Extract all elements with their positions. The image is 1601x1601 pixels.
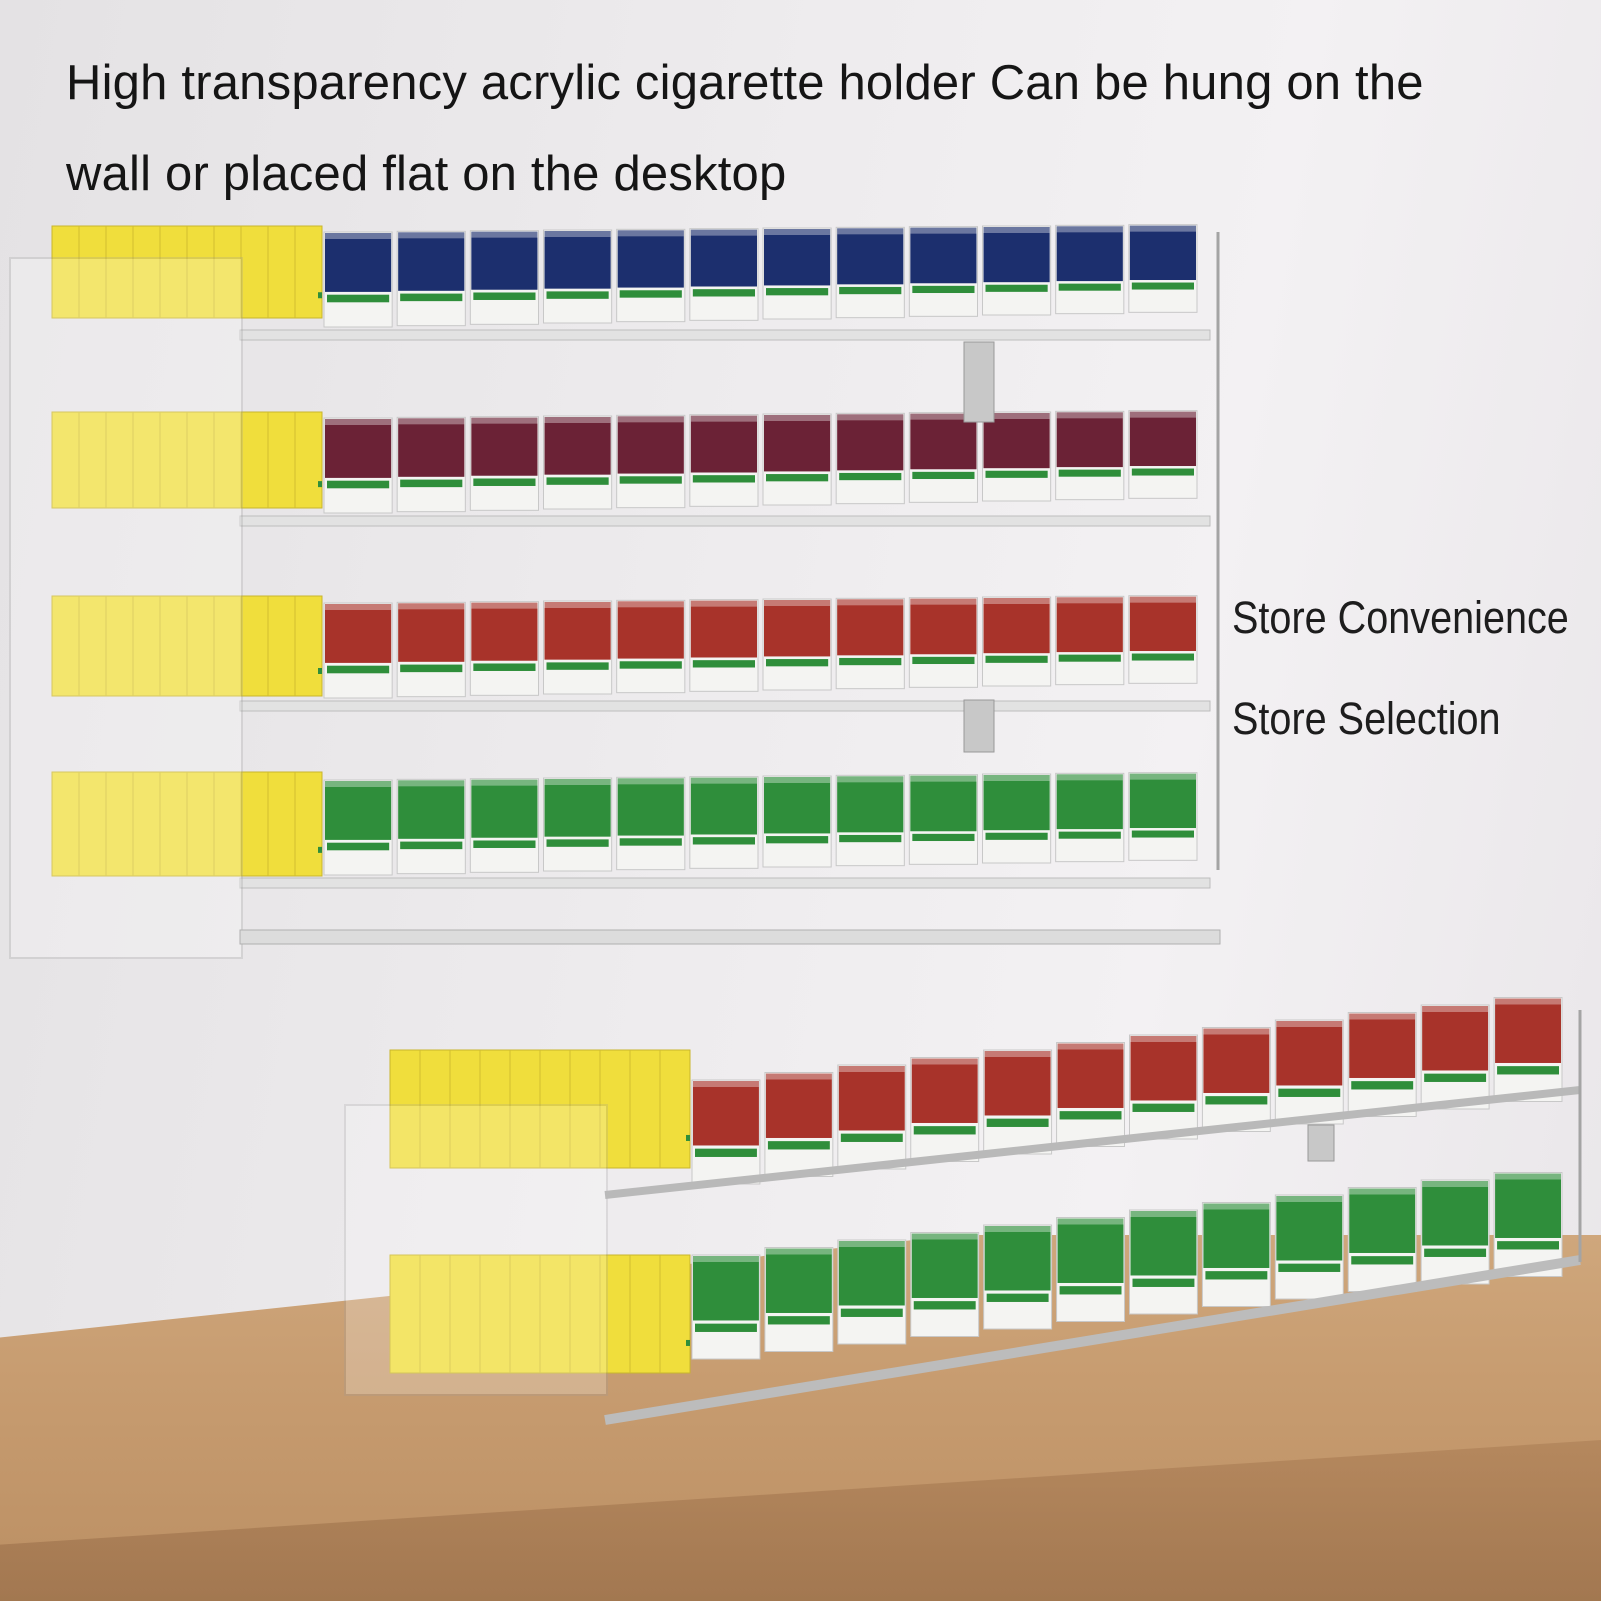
- cigarette-pack: [908, 226, 978, 317]
- wall-bracket: [963, 341, 995, 423]
- cigarette-pack: [1274, 1019, 1344, 1125]
- yellow-pack-stack: [51, 771, 323, 877]
- headline-line-1: High transparency acrylic cigarette hold…: [66, 56, 1424, 110]
- cigarette-pack: [762, 598, 832, 691]
- cigarette-pack: [543, 600, 613, 695]
- cigarette-pack: [1056, 1217, 1126, 1322]
- cigarette-pack: [616, 776, 686, 871]
- cigarette-pack: [543, 415, 613, 510]
- cigarette-pack: [982, 225, 1052, 316]
- cigarette-pack: [835, 774, 905, 867]
- cigarette-pack: [689, 228, 759, 321]
- cigarette-pack: [616, 599, 686, 694]
- cigarette-pack: [1347, 1187, 1417, 1292]
- cigarette-pack: [323, 417, 393, 514]
- acrylic-side-panel: [9, 257, 243, 959]
- headline-line-2: wall or placed flat on the desktop: [66, 147, 787, 201]
- desktop-rack: [344, 997, 1582, 1425]
- cigarette-pack: [323, 779, 393, 876]
- acrylic-side-panel: [344, 1104, 608, 1396]
- cigarette-pack: [1129, 1209, 1198, 1315]
- cigarette-pack: [1055, 224, 1125, 315]
- cigarette-pack: [396, 230, 466, 327]
- cigarette-pack: [469, 601, 540, 696]
- cigarette-pack: [908, 774, 978, 865]
- cigarette-pack: [1128, 224, 1198, 313]
- cigarette-pack: [835, 412, 905, 505]
- cigarette-pack: [1055, 772, 1125, 863]
- cigarette-pack: [837, 1239, 907, 1345]
- wall-bracket: [963, 699, 995, 753]
- cigarette-pack: [764, 1072, 834, 1177]
- cigarette-pack: [469, 416, 540, 511]
- cigarette-pack: [762, 413, 832, 506]
- cigarette-pack: [908, 412, 978, 503]
- cigarette-pack: [762, 775, 832, 868]
- acrylic-base: [604, 1255, 1581, 1425]
- yellow-pack-stack: [51, 225, 323, 319]
- cigarette-pack: [835, 597, 905, 690]
- cigarette-pack: [910, 1057, 980, 1162]
- label-store-selection: Store Selection: [1232, 693, 1501, 744]
- cigarette-pack: [396, 601, 466, 698]
- acrylic-shelf: [239, 877, 1211, 889]
- yellow-pack-stack: [389, 1049, 691, 1169]
- cigarette-pack: [983, 1049, 1053, 1155]
- acrylic-shelf: [239, 329, 1211, 341]
- cigarette-pack: [983, 1224, 1053, 1330]
- cigarette-pack: [1128, 772, 1198, 861]
- cigarette-pack: [616, 414, 686, 509]
- cigarette-pack: [469, 230, 540, 325]
- cigarette-pack: [689, 776, 759, 869]
- acrylic-shelf: [239, 700, 1211, 712]
- cigarette-pack: [1055, 595, 1125, 686]
- label-store-convenience: Store Convenience: [1232, 592, 1569, 643]
- cigarette-pack: [982, 773, 1052, 864]
- cigarette-pack: [323, 231, 393, 328]
- cigarette-pack: [1056, 1042, 1126, 1147]
- cigarette-pack: [910, 1232, 980, 1337]
- wall-mounted-rack: [9, 224, 1221, 959]
- cigarette-pack: [691, 1254, 761, 1360]
- cigarette-pack: [908, 597, 978, 688]
- cigarette-pack: [1347, 1012, 1417, 1117]
- cigarette-pack: [1493, 997, 1563, 1102]
- acrylic-shelf: [604, 1086, 1581, 1199]
- cigarette-pack: [1128, 410, 1198, 499]
- cigarette-pack: [1055, 410, 1125, 501]
- cigarette-pack: [1201, 1202, 1271, 1307]
- cigarette-pack: [835, 226, 905, 319]
- cigarette-pack: [616, 228, 686, 323]
- cigarette-pack: [323, 602, 393, 699]
- acrylic-shelf: [239, 515, 1211, 527]
- cigarette-pack: [396, 778, 466, 875]
- cigarette-pack: [762, 227, 832, 320]
- cigarette-pack: [1420, 1179, 1490, 1285]
- cigarette-pack: [1129, 1034, 1198, 1140]
- cigarette-pack: [396, 416, 466, 513]
- yellow-pack-stack: [389, 1254, 691, 1374]
- cigarette-pack: [689, 414, 759, 507]
- cigarette-pack: [1128, 595, 1198, 684]
- cigarette-pack: [764, 1247, 834, 1352]
- yellow-pack-stack: [51, 411, 323, 509]
- cigarette-pack: [982, 411, 1052, 502]
- cigarette-pack: [1493, 1172, 1563, 1277]
- rack-bracket: [1307, 1124, 1335, 1162]
- cigarette-pack: [982, 596, 1052, 687]
- cigarette-pack: [689, 599, 759, 692]
- yellow-pack-stack: [51, 595, 323, 697]
- cigarette-pack: [543, 777, 613, 872]
- cigarette-pack: [691, 1079, 761, 1185]
- cigarette-pack: [1420, 1004, 1490, 1110]
- cigarette-pack: [1274, 1194, 1344, 1300]
- cigarette-pack: [469, 778, 540, 873]
- cigarette-pack: [1201, 1027, 1271, 1132]
- cigarette-pack: [837, 1064, 907, 1170]
- acrylic-base: [239, 929, 1221, 945]
- cigarette-pack: [543, 229, 613, 324]
